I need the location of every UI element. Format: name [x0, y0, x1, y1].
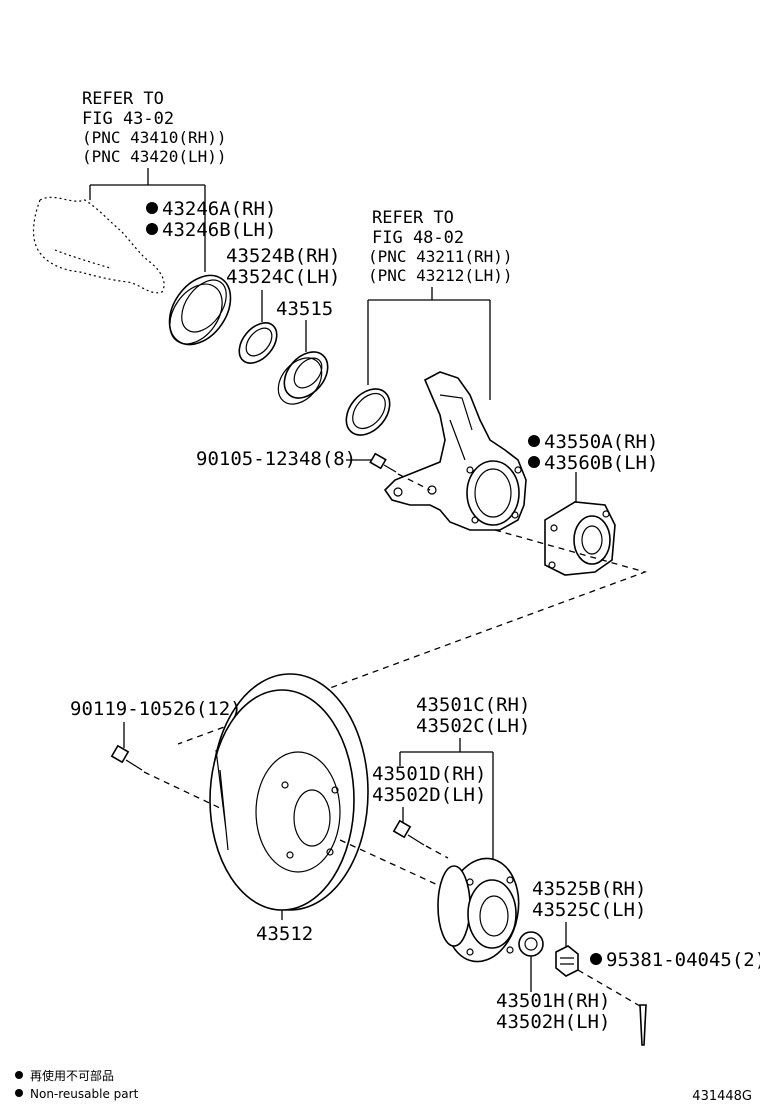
label-90119: 90119-10526(12): [70, 698, 242, 748]
legend: 再使用不可部品 Non-reusable part: [15, 1068, 139, 1101]
hub-bearing-43550-part: [544, 501, 616, 576]
refer48-line3: (PNC 43211(RH)): [368, 247, 513, 266]
figure-number: 431448G: [692, 1089, 752, 1104]
part-43525C: 43525C(LH): [532, 899, 646, 921]
bolt-90119-part: [110, 744, 221, 809]
axle-hub-43501C-part: [437, 857, 520, 963]
bearing-43515-part: [277, 351, 329, 405]
assembly-line-upper: [177, 529, 648, 745]
refer-fig-48-02-note: REFER TO FIG 48-02 (PNC 43211(RH)) (PNC …: [367, 208, 513, 400]
part-95381: 95381-04045(2): [606, 949, 760, 971]
snap-ring-part: [345, 388, 391, 436]
part-43246B: 43246B(LH): [162, 219, 276, 241]
part-90119: 90119-10526(12): [70, 698, 242, 720]
part-43501D: 43501D(RH): [372, 763, 486, 785]
part-43502H: 43502H(LH): [496, 1011, 610, 1033]
part-43502C: 43502C(LH): [416, 715, 530, 737]
label-43550: 43550A(RH) 43560B(LH): [528, 431, 658, 502]
non-reusable-bullet-icon: [146, 223, 158, 235]
part-90105: 90105-12348(8): [196, 448, 356, 470]
part-43524C: 43524C(LH): [226, 266, 340, 288]
bolt-90105-part: [369, 452, 431, 491]
cotter-pin-95381-part: [577, 969, 647, 1046]
refer-line2: FIG 43-02: [82, 109, 174, 129]
legend-bullet-icon: [15, 1071, 23, 1079]
refer-line4: (PNC 43420(LH)): [82, 147, 227, 166]
collar-43501H-part: [518, 931, 544, 957]
refer-fig-43-02-note: REFER TO FIG 43-02 (PNC 43410(RH)) (PNC …: [82, 89, 227, 166]
legend-bullet-icon: [15, 1089, 23, 1097]
legend-line2: Non-reusable part: [30, 1087, 139, 1101]
part-43524B: 43524B(RH): [226, 245, 340, 267]
part-43246A: 43246A(RH): [162, 198, 276, 220]
refer-line3: (PNC 43410(RH)): [82, 128, 227, 147]
label-43524: 43524B(RH) 43524C(LH): [226, 245, 340, 322]
label-43512: 43512: [256, 910, 313, 945]
label-43501D: 43501D(RH) 43502D(LH): [372, 763, 486, 825]
hub-bolt-43501D-part: [392, 819, 425, 846]
dust-seal-part: [168, 274, 232, 346]
part-43501H: 43501H(RH): [496, 990, 610, 1012]
part-43560B: 43560B(LH): [544, 452, 658, 474]
refer-line1: REFER TO: [82, 89, 164, 109]
seal-43524-part: [238, 322, 278, 364]
non-reusable-bullet-icon: [146, 202, 158, 214]
steering-knuckle-part: [383, 371, 527, 531]
non-reusable-bullet-icon: [528, 435, 540, 447]
label-90105: 90105-12348(8): [196, 448, 372, 470]
part-43550A: 43550A(RH): [544, 431, 658, 453]
label-43525: 43525B(RH) 43525C(LH): [532, 878, 646, 948]
lock-nut-43525-part: [555, 945, 579, 977]
label-95381: 95381-04045(2): [590, 949, 760, 971]
part-43525B: 43525B(RH): [532, 878, 646, 900]
drive-shaft-outline: [32, 196, 165, 294]
part-43501C: 43501C(RH): [416, 694, 530, 716]
non-reusable-bullet-icon: [528, 456, 540, 468]
legend-line1: 再使用不可部品: [30, 1068, 114, 1083]
label-43515: 43515: [276, 298, 333, 352]
label-43501H: 43501H(RH) 43502H(LH): [496, 956, 610, 1033]
label-43501C: 43501C(RH) 43502C(LH): [399, 694, 530, 872]
label-43246: 43246A(RH) 43246B(LH): [146, 198, 276, 241]
refer48-line1: REFER TO: [372, 208, 454, 228]
disc-rotor-43512-part: [209, 673, 369, 911]
non-reusable-bullet-icon: [590, 953, 602, 965]
part-43502D: 43502D(LH): [372, 784, 486, 806]
part-43515: 43515: [276, 298, 333, 320]
assembly-line-lower: [339, 839, 449, 887]
refer48-line4: (PNC 43212(LH)): [368, 266, 513, 285]
refer-43-02-bracket: [89, 168, 206, 272]
part-43512: 43512: [256, 923, 313, 945]
refer48-line2: FIG 48-02: [372, 228, 464, 248]
